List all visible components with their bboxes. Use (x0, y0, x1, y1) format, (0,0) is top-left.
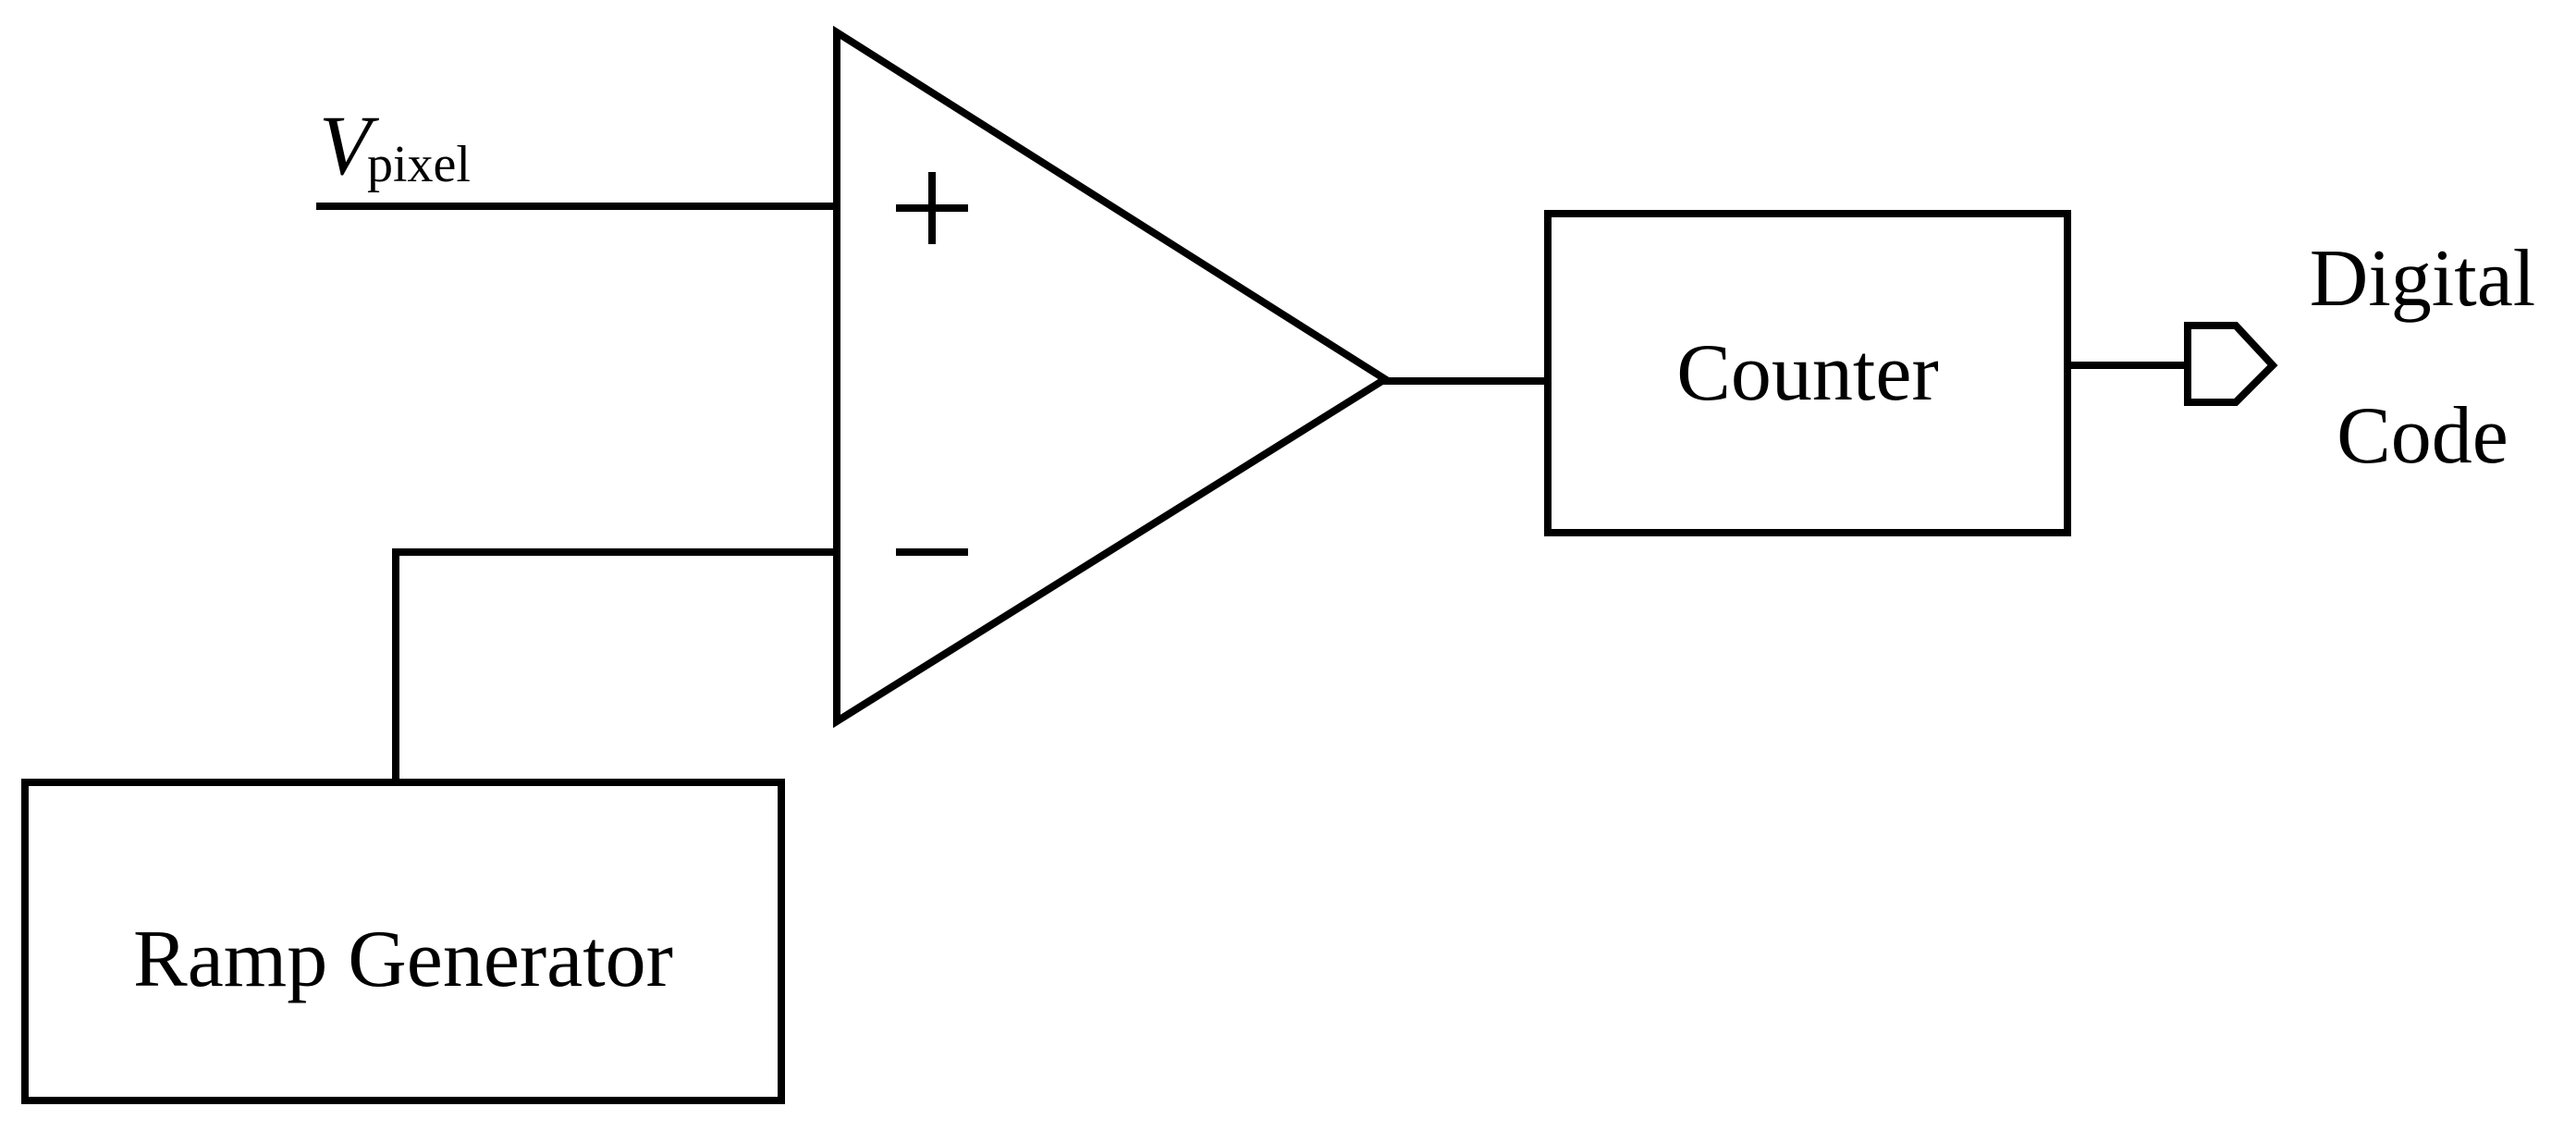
comparator-triangle (833, 25, 1392, 729)
output-label-line1: Digital (2310, 234, 2535, 324)
counter-block (1544, 210, 2071, 536)
ramp-generator-block (21, 779, 785, 1104)
ramp-generator-label: Ramp Generator (133, 915, 673, 1004)
input-label-subscript: pixel (367, 136, 471, 193)
comparator-plus-sign (896, 172, 968, 244)
input-label-v: V (319, 98, 380, 192)
output-port-arrow (2184, 322, 2278, 406)
output-label-line2: Code (2337, 391, 2509, 481)
counter-label: Counter (1676, 328, 1939, 418)
ramp-to-comparator-wire (392, 548, 840, 783)
